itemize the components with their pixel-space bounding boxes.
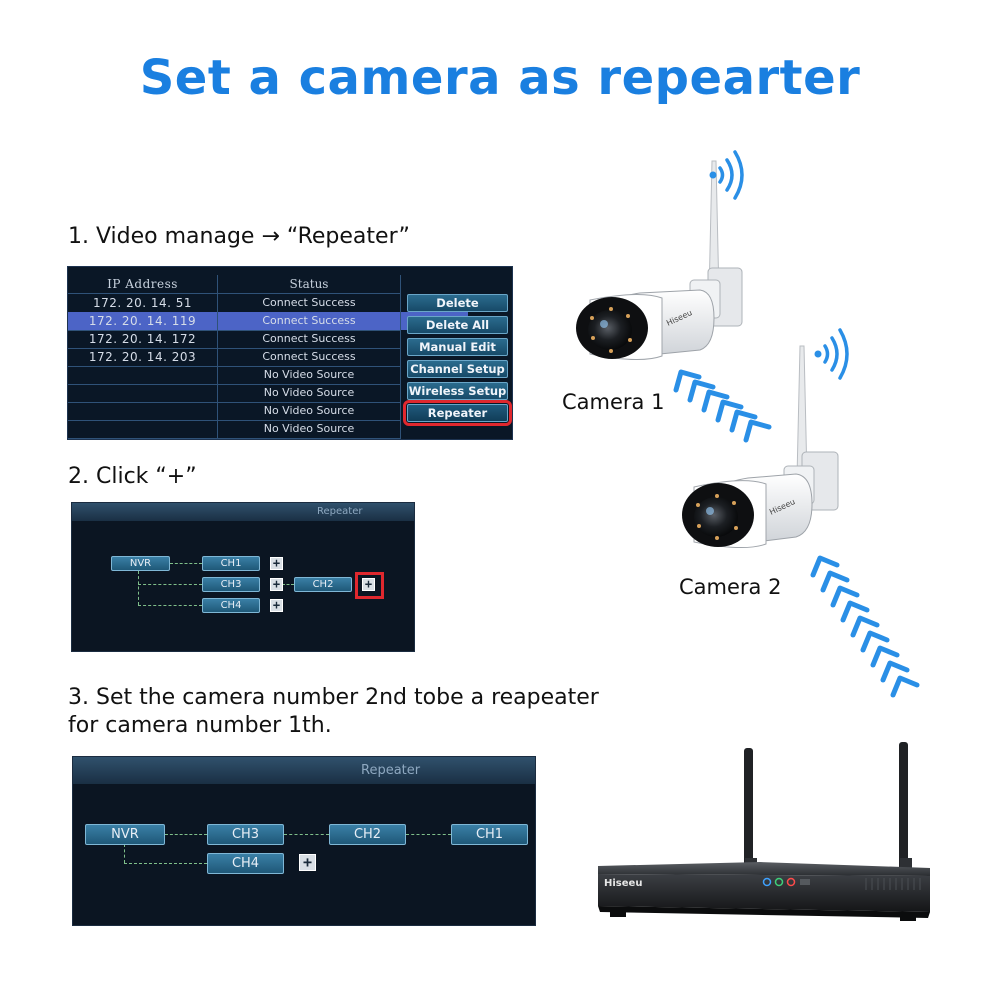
row-ip xyxy=(68,420,218,438)
node-ch3[interactable]: CH3 xyxy=(202,577,260,592)
nvr-brand: Hiseeu xyxy=(604,878,642,889)
row-ip xyxy=(68,384,218,402)
row-ip: 172. 20. 14. 172 xyxy=(68,330,218,348)
node-ch1[interactable]: CH1 xyxy=(451,824,528,845)
row-status: Connect Success xyxy=(218,330,401,348)
row-ip xyxy=(68,366,218,384)
row-ip: 172. 20. 14. 51 xyxy=(68,294,218,312)
repeater-button[interactable]: Repeater xyxy=(403,400,512,426)
row-status: Connect Success xyxy=(218,312,401,330)
panel-title-bar: Repeater xyxy=(72,503,414,521)
nvr-device-image: Hiseeu xyxy=(598,742,930,921)
step-1-label: 1. Video manage → “Repeater” xyxy=(68,224,410,249)
step-3-label-line2: for camera number 1th. xyxy=(68,713,332,738)
add-button-ch1[interactable]: + xyxy=(270,557,283,570)
row-status: No Video Source xyxy=(218,402,401,420)
row-status: Connect Success xyxy=(218,294,401,312)
camera-2-image: Hiseeu xyxy=(682,345,839,549)
row-status: No Video Source xyxy=(218,384,401,402)
table-header: IP Address Status xyxy=(68,275,468,293)
node-nvr[interactable]: NVR xyxy=(111,556,170,571)
table-row[interactable]: 172. 20. 14. 172 Connect Success xyxy=(68,330,468,348)
repeater-panel-step2: Repeater NVR CH1 + CH3 + CH2 + CH4 + xyxy=(71,502,415,652)
row-ip: 172. 20. 14. 203 xyxy=(68,348,218,366)
add-button-ch4[interactable]: + xyxy=(299,854,316,871)
delete-all-button[interactable]: Delete All xyxy=(407,316,508,334)
column-header-status: Status xyxy=(218,275,401,293)
table-row[interactable]: No Video Source xyxy=(68,384,468,402)
node-ch4[interactable]: CH4 xyxy=(207,853,284,874)
channel-setup-button[interactable]: Channel Setup xyxy=(407,360,508,378)
wifi-icon xyxy=(823,328,849,380)
node-ch2[interactable]: CH2 xyxy=(329,824,406,845)
panel-title: Repeater xyxy=(361,763,421,778)
page-title: Set a camera as repearter xyxy=(139,50,861,106)
panel-title: Repeater xyxy=(317,506,363,517)
signal-arrow-icon xyxy=(810,555,920,698)
table-row[interactable]: 172. 20. 14. 51 Connect Success xyxy=(68,294,468,312)
delete-button[interactable]: Delete xyxy=(407,294,508,312)
table-row[interactable]: No Video Source xyxy=(68,420,468,438)
table-row[interactable]: No Video Source xyxy=(68,366,468,384)
highlight-box xyxy=(355,572,384,599)
row-status: No Video Source xyxy=(218,420,401,438)
node-nvr[interactable]: NVR xyxy=(85,824,165,845)
signal-arrow-icon xyxy=(673,369,772,443)
camera-1-label: Camera 1 xyxy=(562,390,665,414)
camera-2-label: Camera 2 xyxy=(679,575,782,599)
panel-title-bar: Repeater xyxy=(73,757,535,784)
node-ch3[interactable]: CH3 xyxy=(207,824,284,845)
row-ip: 172. 20. 14. 119 xyxy=(68,312,218,330)
table-row[interactable]: 172. 20. 14. 203 Connect Success xyxy=(68,348,468,366)
node-ch1[interactable]: CH1 xyxy=(202,556,260,571)
wireless-setup-button[interactable]: Wireless Setup xyxy=(407,382,508,400)
add-button-ch4[interactable]: + xyxy=(270,599,283,612)
node-ch2[interactable]: CH2 xyxy=(294,577,352,592)
node-ch4[interactable]: CH4 xyxy=(202,598,260,613)
row-status: No Video Source xyxy=(218,366,401,384)
row-ip xyxy=(68,402,218,420)
repeater-panel-step3: Repeater NVR CH3 CH2 CH1 CH4 + xyxy=(72,756,536,926)
add-button-ch2[interactable]: + xyxy=(362,578,375,591)
add-button-ch3[interactable]: + xyxy=(270,578,283,591)
table-row[interactable]: No Video Source xyxy=(68,402,468,420)
table-row-selected[interactable]: 172. 20. 14. 119 Connect Success xyxy=(68,312,468,330)
video-manage-panel: IP Address Status 172. 20. 14. 51 Connec… xyxy=(67,266,513,440)
column-header-ip: IP Address xyxy=(68,275,218,293)
row-status: Connect Success xyxy=(218,348,401,366)
step-2-label: 2. Click “+” xyxy=(68,464,197,489)
camera-1-image: Hiseeu xyxy=(576,160,743,361)
step-3-label-line1: 3. Set the camera number 2nd tobe a reap… xyxy=(68,685,599,710)
wifi-icon xyxy=(718,150,744,200)
manual-edit-button[interactable]: Manual Edit xyxy=(407,338,508,356)
